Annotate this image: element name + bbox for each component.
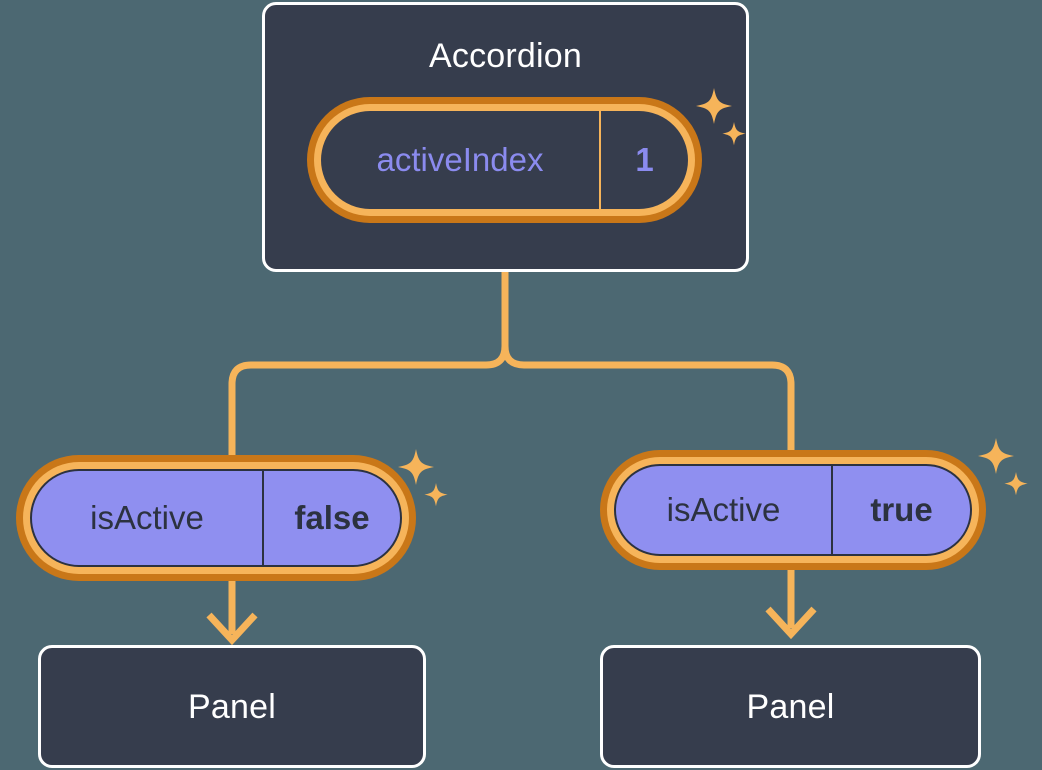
- state-pill-body: isActive true: [614, 464, 972, 556]
- state-pill-key: isActive: [90, 499, 204, 536]
- state-pill-divider: [262, 471, 264, 565]
- state-pill-value: false: [294, 499, 370, 536]
- state-pill-isactive-true[interactable]: isActive true: [600, 450, 986, 570]
- state-pill-value: true: [870, 491, 933, 528]
- sparkle-four-point-small: [1004, 472, 1028, 496]
- arrowhead-left-panel: [206, 612, 258, 646]
- component-box-panel-left[interactable]: Panel: [38, 645, 426, 768]
- arrowhead-right-panel: [765, 606, 817, 640]
- sparkle-four-point-large: [978, 438, 1014, 474]
- state-pill-key: activeIndex: [376, 141, 544, 178]
- state-pill-ring-inner: isActive false: [23, 462, 409, 574]
- page-title: Accordion: [429, 37, 582, 75]
- panel-title-left: Panel: [188, 688, 276, 726]
- state-pill-ring-inner: activeIndex 1: [314, 104, 695, 216]
- state-pill-divider: [831, 466, 833, 554]
- sparkle-four-point-small: [424, 483, 448, 507]
- state-pill-body: isActive false: [30, 469, 402, 567]
- state-pill-value: 1: [635, 141, 654, 178]
- component-box-panel-right[interactable]: Panel: [600, 645, 981, 768]
- panel-title-right: Panel: [746, 688, 835, 726]
- connector-root-to-branches: [228, 268, 509, 474]
- state-pill-key: isActive: [666, 491, 781, 528]
- state-pill-activeindex[interactable]: activeIndex 1: [307, 97, 702, 223]
- state-pill-ring-inner: isActive true: [607, 457, 979, 563]
- state-pill-isactive-false[interactable]: isActive false: [16, 455, 416, 581]
- state-pill-divider: [599, 111, 601, 209]
- state-pill-body: activeIndex 1: [321, 111, 688, 209]
